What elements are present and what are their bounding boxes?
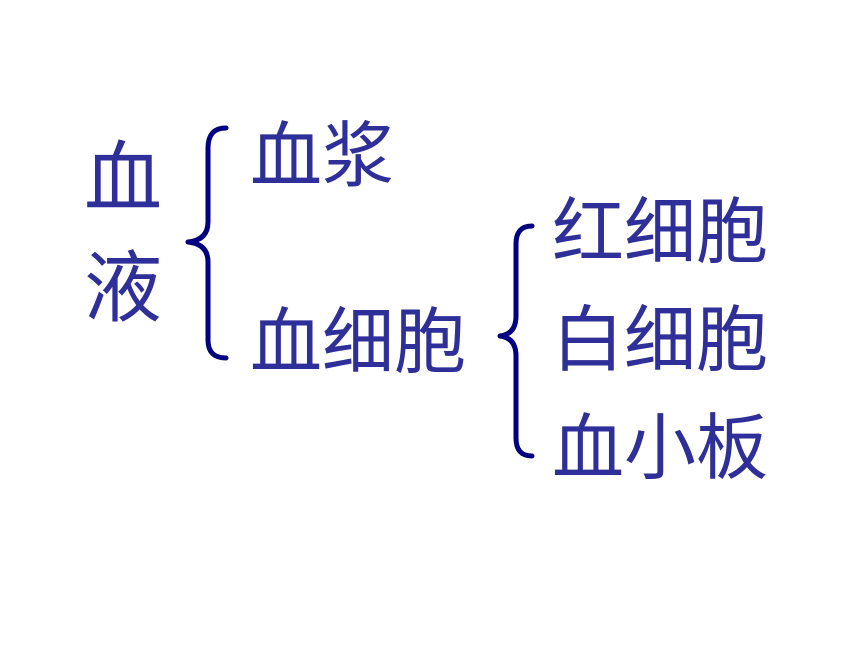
root-label-char-1: 血 [84, 134, 163, 224]
node-white-blood-cells: 白细胞 [552, 298, 769, 382]
left-brace-main [185, 125, 229, 361]
node-blood-cells: 血细胞 [250, 300, 467, 384]
left-brace-sub [497, 223, 535, 459]
root-label-char-2: 液 [84, 244, 163, 334]
node-plasma: 血浆 [250, 114, 395, 198]
node-platelets: 血小板 [552, 406, 769, 490]
node-red-blood-cells: 红细胞 [552, 190, 769, 274]
